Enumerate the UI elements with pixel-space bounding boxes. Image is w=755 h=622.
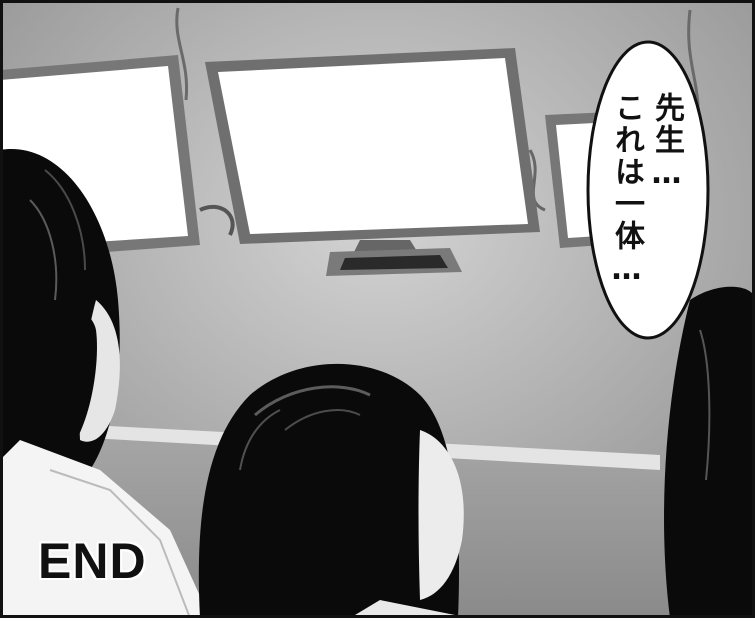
cable (199, 204, 235, 236)
speech-line-1: 先生… (649, 92, 684, 193)
cable (528, 149, 546, 212)
speech-text: 先生…これは一体… (606, 92, 686, 289)
speech-line-2: これは一体… (609, 92, 644, 289)
girl-right (664, 286, 755, 618)
end-stamp: END (37, 532, 147, 590)
center-monitor (205, 48, 540, 276)
cable (175, 7, 189, 101)
girl-left (0, 149, 210, 619)
girl-center (198, 363, 470, 618)
speech-bubble (586, 40, 710, 340)
